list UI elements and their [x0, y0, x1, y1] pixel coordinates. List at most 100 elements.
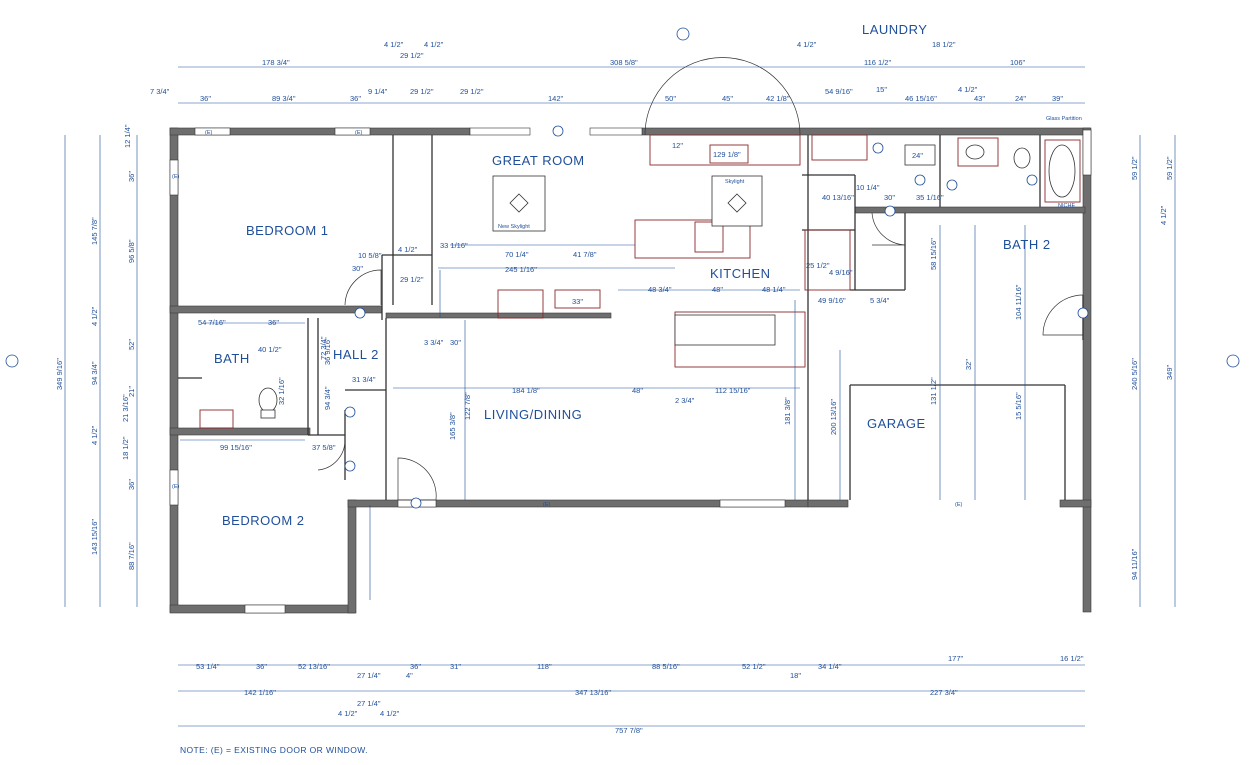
dim-label: 27 1/4": [357, 671, 381, 680]
tag-icon: [552, 125, 564, 137]
existing-marker: (E): [355, 130, 363, 136]
dim-label: 27 1/4": [357, 699, 381, 708]
dim-label: 12": [672, 141, 683, 150]
dim-label: 184 1/8": [512, 386, 540, 395]
dim-label: 30": [884, 193, 895, 202]
label-niche: NICHE: [1058, 203, 1075, 209]
room-label-laundry: LAUNDRY: [862, 22, 927, 37]
dim-label: 36": [127, 171, 136, 182]
dim-label: 12 1/4": [123, 124, 132, 148]
dim-label: 31": [450, 662, 461, 671]
dim-label: 36": [350, 94, 361, 103]
existing-marker: (E): [205, 130, 213, 136]
label-glass-partition: Glass Partition: [1046, 116, 1082, 122]
dim-label: 48 3/4": [648, 285, 672, 294]
dim-label: 131 1/2": [929, 377, 938, 405]
dim-label: 4 9/16": [829, 268, 853, 277]
dim-label: 54 9/16": [825, 87, 853, 96]
dim-label: 118": [537, 662, 552, 671]
dim-label: 53 1/4": [196, 662, 220, 671]
dim-label: 40 13/16": [822, 193, 854, 202]
dim-label: 32 1/16": [277, 377, 286, 405]
dim-label: 18 1/2": [932, 40, 956, 49]
dim-label: 36": [127, 479, 136, 490]
dim-label: 9 1/4": [368, 87, 388, 96]
dim-label: 165 3/8": [448, 412, 457, 440]
dim-label: 129 1/8": [713, 150, 741, 159]
dim-label: 240 5/16": [1130, 358, 1139, 390]
tag-icon: [1077, 307, 1089, 319]
dim-label: 4 1/2": [424, 40, 444, 49]
room-labels: LAUNDRY GREAT ROOM BEDROOM 1 BATH 2 KITC…: [214, 22, 1051, 528]
dim-label: 142": [548, 94, 564, 103]
small-labels: New Skylight Skylight Glass Partition NI…: [498, 116, 1082, 230]
dim-label: 21": [127, 386, 136, 397]
dim-label: 143 15/16": [90, 519, 99, 555]
dim-label: 4 1/2": [797, 40, 817, 49]
dimension-lines: [64, 66, 1176, 727]
dim-label: 48": [632, 386, 643, 395]
dim-label: 36": [410, 662, 421, 671]
existing-marker: (E): [172, 484, 180, 490]
dim-label: 21 3/16": [121, 394, 130, 422]
dim-label: 349": [1165, 364, 1174, 380]
dim-label: 4 1/2": [958, 85, 978, 94]
dim-label: 15": [876, 85, 887, 94]
dim-label: 116 1/2": [864, 58, 891, 67]
dim-label: 24": [912, 151, 923, 160]
dim-label: 30": [352, 264, 363, 273]
dimension-text: 4 1/2" 4 1/2" 4 1/2" 18 1/2" 4 1/2" 178 …: [150, 40, 1063, 452]
dim-label: 36": [256, 662, 267, 671]
dim-label: 227 3/4": [930, 688, 958, 697]
dim-label: 48 1/4": [762, 285, 786, 294]
dim-label: 88 5/16": [652, 662, 680, 671]
tag-icon: [946, 179, 958, 191]
room-label-kitchen: KITCHEN: [710, 266, 771, 281]
existing-markers: (E) (E) (E) (E) (E) (E): [172, 130, 963, 508]
exterior-walls: [169, 127, 1092, 614]
dim-label: 112 15/16": [715, 386, 751, 395]
tag-icon: [1026, 174, 1038, 186]
dim-label: 94 3/4": [323, 386, 332, 410]
dim-label: 46 15/16": [905, 94, 937, 103]
room-label-living-dining: LIVING/DINING: [484, 407, 582, 422]
dim-label: 37 5/8": [312, 443, 336, 452]
tag-icon: [410, 497, 422, 509]
label-skylight: Skylight: [725, 179, 745, 185]
dim-label: 106": [1010, 58, 1026, 67]
dim-label: 29 1/2": [460, 87, 484, 96]
dim-label: 18 1/2": [121, 436, 130, 460]
dim-label: 178 3/4": [262, 58, 290, 67]
dim-label: 4 1/2": [380, 709, 400, 718]
dim-label: 3 3/4": [424, 338, 444, 347]
dim-label: 142 1/16": [244, 688, 276, 697]
dim-label: 33": [572, 297, 583, 306]
elevation-marker-icon: [1226, 354, 1240, 368]
dim-label: 59 1/2": [1165, 156, 1174, 180]
dim-label: 104 11/16": [1014, 284, 1023, 320]
dim-label: 36": [200, 94, 211, 103]
dim-label: 34 1/4": [818, 662, 842, 671]
dim-label: 52": [127, 339, 136, 350]
existing-marker: (E): [955, 502, 963, 508]
dim-label: 94 3/4": [90, 361, 99, 385]
dim-label: 4 1/2": [1159, 205, 1168, 225]
kitchen-cabinets: [497, 134, 868, 368]
dim-label: 41 7/8": [573, 250, 597, 259]
dim-label: 177": [948, 654, 964, 663]
dim-label: 96 5/8": [127, 239, 136, 263]
dim-label: 4": [406, 671, 413, 680]
tag-icon: [344, 406, 356, 418]
legend-note: NOTE: (E) = EXISTING DOOR OR WINDOW.: [180, 745, 368, 755]
dim-label: 43": [974, 94, 985, 103]
tag-icon: [872, 142, 884, 154]
dim-label: 16 1/2": [1060, 654, 1084, 663]
room-label-bath2: BATH 2: [1003, 237, 1051, 252]
bottom-dimension-text: 53 1/4" 36" 52 13/16" 36" 31" 118" 88 5/…: [196, 654, 1084, 735]
dim-label: 99 15/16": [220, 443, 252, 452]
dim-label: 45": [722, 94, 733, 103]
dim-label: 4 1/2": [90, 306, 99, 326]
dim-label: 308 5/8": [610, 58, 638, 67]
elevation-markers: [5, 27, 1240, 509]
